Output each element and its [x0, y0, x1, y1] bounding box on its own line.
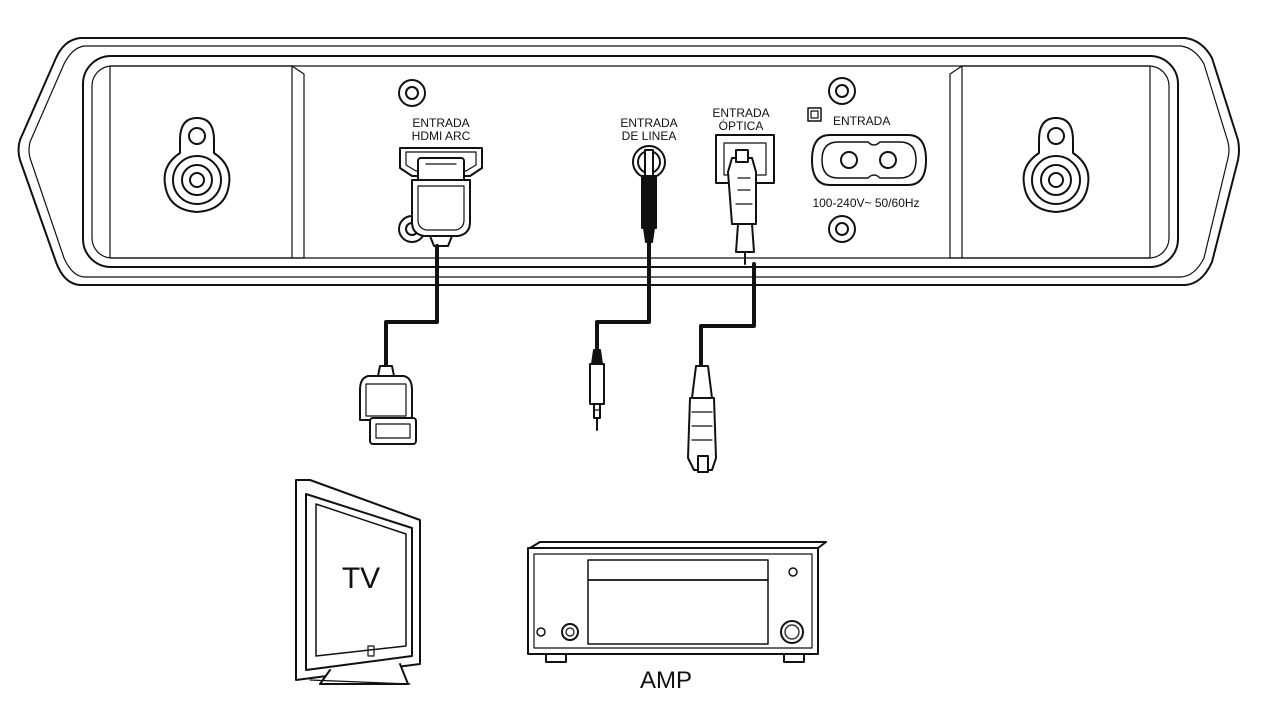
hdmi-label-line2: HDMI ARC — [412, 129, 471, 143]
optical-label-line1: ENTRADA — [712, 106, 769, 120]
hdmi-cable — [384, 244, 439, 370]
power-label: ENTRADA — [833, 114, 890, 128]
tv-illustration: TV — [295, 479, 421, 685]
line-in-plug-loose — [589, 349, 605, 431]
line-in-label-line1: ENTRADA — [620, 116, 677, 130]
optical-plug-loose — [687, 365, 717, 473]
right-keyhole-mount — [1022, 117, 1090, 213]
left-keyhole-mount — [163, 117, 231, 213]
power-input-port: ENTRADA 100-240V~ 50/60Hz — [807, 107, 927, 210]
line-in-label-line2: DE LINEA — [622, 129, 677, 143]
hdmi-plug-connected — [411, 157, 471, 247]
optical-plug-connected — [727, 149, 757, 265]
hdmi-arc-port: ENTRADA HDMI ARC — [399, 116, 483, 177]
optical-cable — [699, 262, 756, 368]
soundbar-rear-panel — [17, 37, 1240, 286]
power-rating-label: 100-240V~ 50/60Hz — [812, 196, 919, 210]
line-in-cable — [595, 240, 651, 352]
hdmi-plug-loose — [359, 365, 417, 445]
line-in-plug-connected — [641, 149, 657, 243]
tv-screen-label: TV — [342, 562, 380, 595]
amp-label: AMP — [640, 667, 692, 694]
amplifier-illustration: AMP — [527, 541, 827, 694]
optical-label-line2: ÓPTICA — [719, 118, 764, 133]
hdmi-label-line1: ENTRADA — [412, 116, 469, 130]
